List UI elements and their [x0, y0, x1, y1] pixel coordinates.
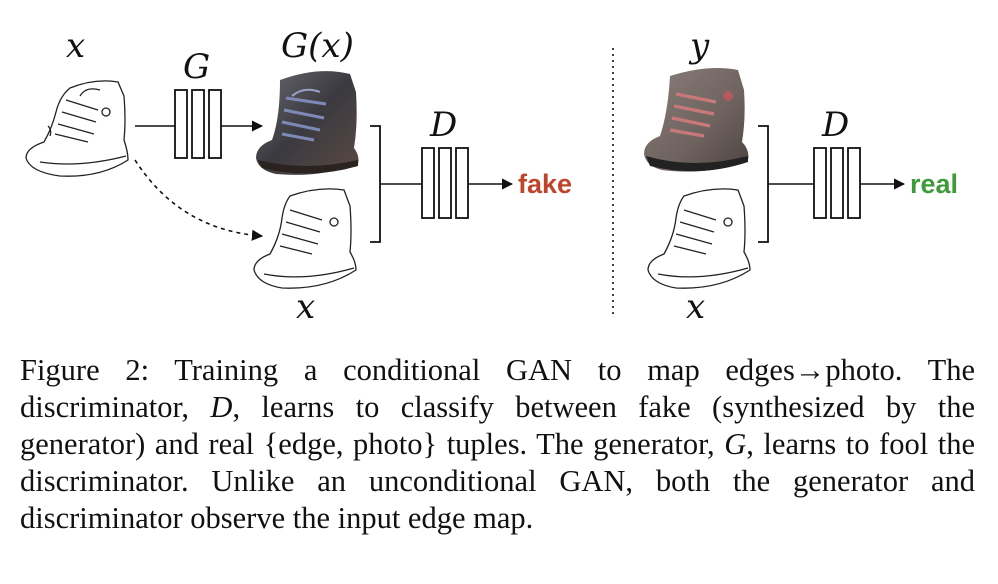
discriminator-d-label-right: D: [821, 105, 849, 145]
figure-caption: Figure 2: Training a conditional GAN to …: [20, 352, 975, 537]
figure-diagram: x G G(x) x D: [25, 26, 958, 327]
pair-bracket-right: [758, 125, 769, 243]
generated-gx-label: G(x): [281, 26, 354, 66]
input-x-label: x: [66, 26, 85, 66]
discriminator-block-left: [421, 147, 469, 219]
caption-figure-number: Figure 2:: [20, 353, 150, 387]
generator-g-label: G: [183, 47, 210, 87]
caption-text-3: , learns to fool the discriminator. Unli…: [20, 427, 975, 535]
generator-block: [174, 89, 222, 159]
caption-text-1: Training a conditional GAN to map edges→…: [20, 353, 975, 424]
conditional-x-label-left: x: [296, 287, 315, 327]
caption-text-2: , learns to classify between fake (synth…: [20, 390, 976, 461]
edge-sketch-conditional-right: [647, 188, 751, 289]
real-boot-photo: [644, 68, 749, 172]
caption-g-symbol: G: [724, 427, 747, 461]
real-label: real: [910, 169, 958, 199]
generated-boot-photo: [256, 71, 359, 175]
dashed-conditional-arrow: [134, 159, 264, 241]
discriminator-d-label-left: D: [429, 105, 457, 145]
edge-sketch-input: [25, 80, 129, 177]
pair-bracket-left: [370, 125, 381, 243]
fake-label: fake: [518, 169, 572, 199]
caption-d-symbol: D: [210, 390, 233, 424]
edge-sketch-conditional-left: [253, 188, 357, 289]
discriminator-block-right: [813, 147, 861, 219]
conditional-x-label-right: x: [686, 287, 705, 327]
target-y-label: y: [688, 26, 710, 66]
